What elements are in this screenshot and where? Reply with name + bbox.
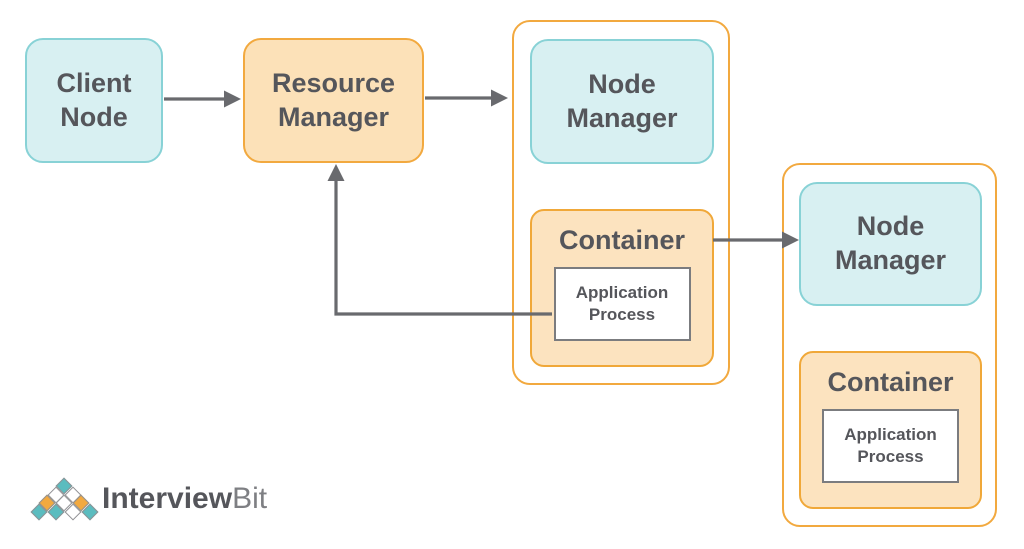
container-2: Container Application Process xyxy=(799,351,982,509)
edge-client-to-resource-manager-arrow xyxy=(164,90,241,108)
application-process-2-label: Application Process xyxy=(844,424,937,466)
interviewbit-logo-text: InterviewBit xyxy=(102,482,267,516)
application-process-1: Application Process xyxy=(553,267,691,341)
application-process-2: Application Process xyxy=(822,409,959,483)
interviewbit-logo: InterviewBit xyxy=(30,476,290,532)
application-process-1-label: Application Process xyxy=(575,282,669,324)
node-manager-2: Node Manager xyxy=(799,182,982,306)
node-manager-2-label: Node Manager xyxy=(834,211,947,275)
container-2-label: Container xyxy=(827,367,954,397)
container-1-label: Container xyxy=(558,225,685,255)
client-node-label: Client Node xyxy=(56,67,132,132)
resource-manager-label: Resource Manager xyxy=(271,67,396,132)
node-manager-1: Node Manager xyxy=(530,39,714,164)
container-1: Container Application Process xyxy=(530,209,714,367)
resource-manager: Resource Manager xyxy=(243,38,424,163)
node-manager-1-label: Node Manager xyxy=(566,68,678,133)
worker-group-1: Node Manager Container Application Proce… xyxy=(512,20,730,385)
logo-text-primary: Interview xyxy=(102,482,233,515)
logo-text-secondary: Bit xyxy=(232,482,268,515)
edge-resource-manager-to-worker-group-1-arrow xyxy=(425,89,508,107)
client-node: Client Node xyxy=(25,38,163,163)
interviewbit-pyramid-icon xyxy=(30,477,100,528)
worker-group-2: Node Manager Container Application Proce… xyxy=(782,163,997,527)
